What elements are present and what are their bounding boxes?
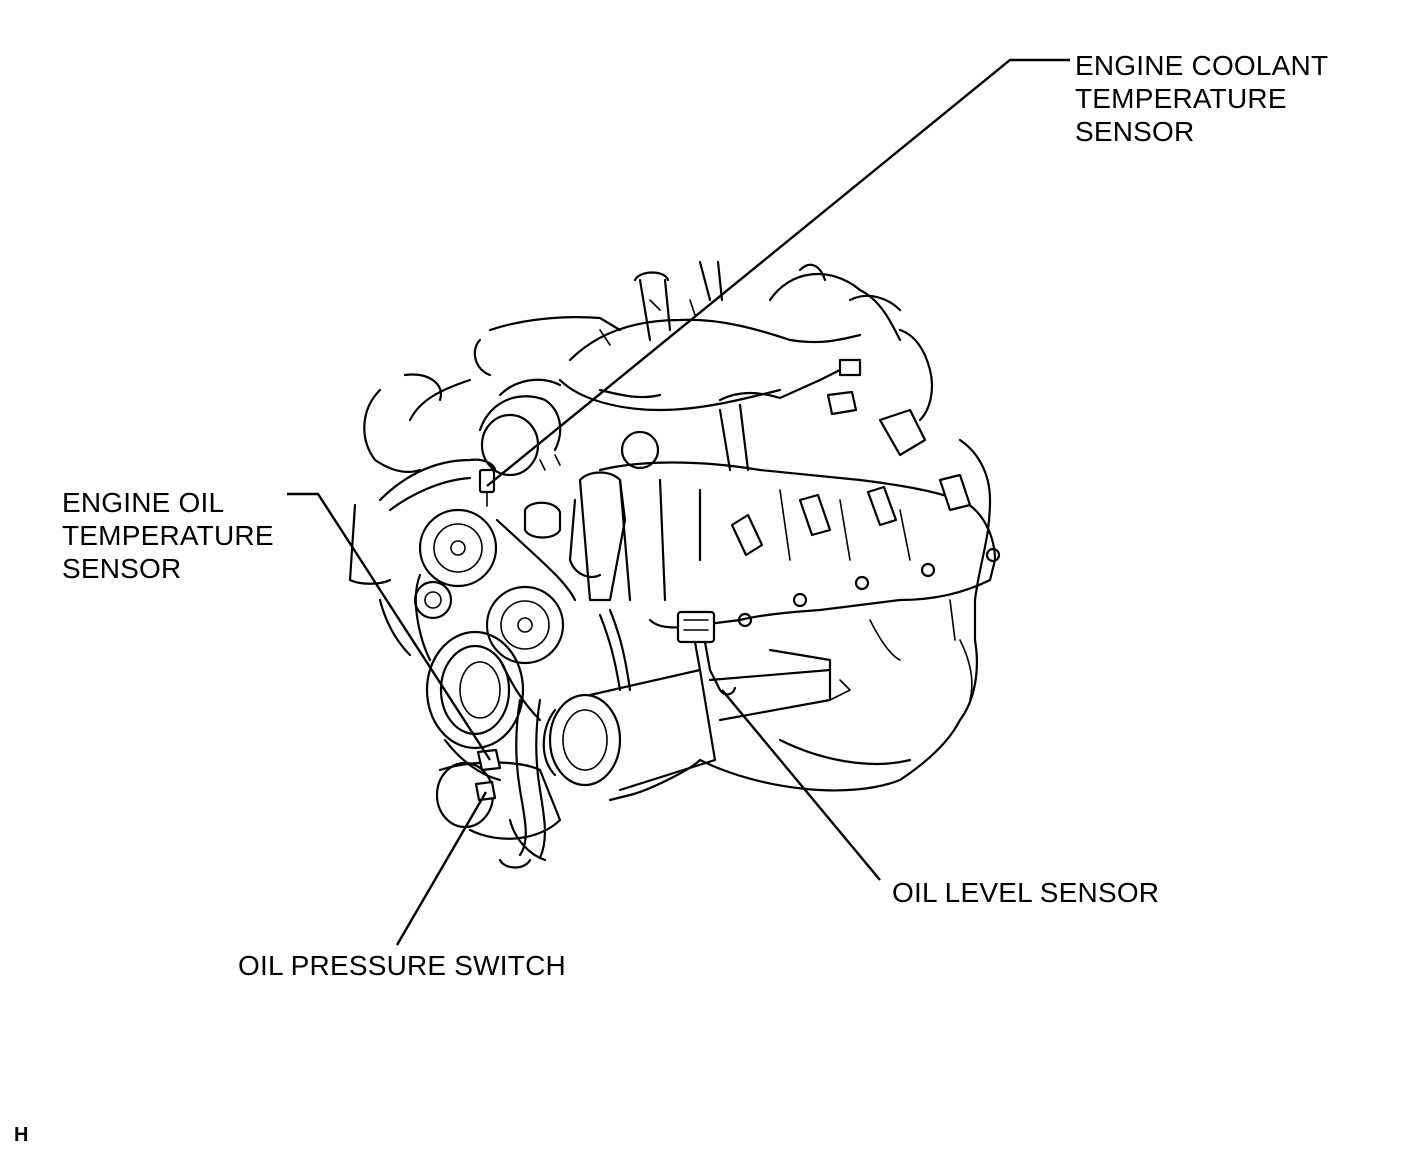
leader-lines [287,60,1070,945]
oil-level-sensor-part [678,612,735,694]
coolant-label-line-3: SENSOR [1075,116,1195,147]
oil-pressure-switch-label: OIL PRESSURE SWITCH [238,950,566,981]
oil-temp-label-line-2: TEMPERATURE [62,520,274,551]
coolant-label-line-2: TEMPERATURE [1075,83,1287,114]
oil-level-sensor-label: OIL LEVEL SENSOR [892,877,1160,908]
oil-pressure-switch-part [476,782,495,800]
leader-oil-temperature [287,494,490,760]
oil-temp-label-line-1: ENGINE OIL [62,487,225,518]
leader-oil-pressure [397,792,486,945]
leader-coolant [487,60,1070,486]
engine-block [350,262,999,868]
leader-oil-level [722,690,880,880]
figure-code: H [14,1124,29,1146]
oil-temp-label-line-3: SENSOR [62,553,182,584]
engine-coolant-temperature-sensor-label: ENGINE COOLANT TEMPERATURE SENSOR [1075,49,1328,148]
engine-coolant-temperature-sensor-part [480,470,494,506]
engine-oil-temperature-sensor-label: ENGINE OIL TEMPERATURE SENSOR [62,486,274,585]
coolant-label-line-1: ENGINE COOLANT [1075,50,1329,81]
